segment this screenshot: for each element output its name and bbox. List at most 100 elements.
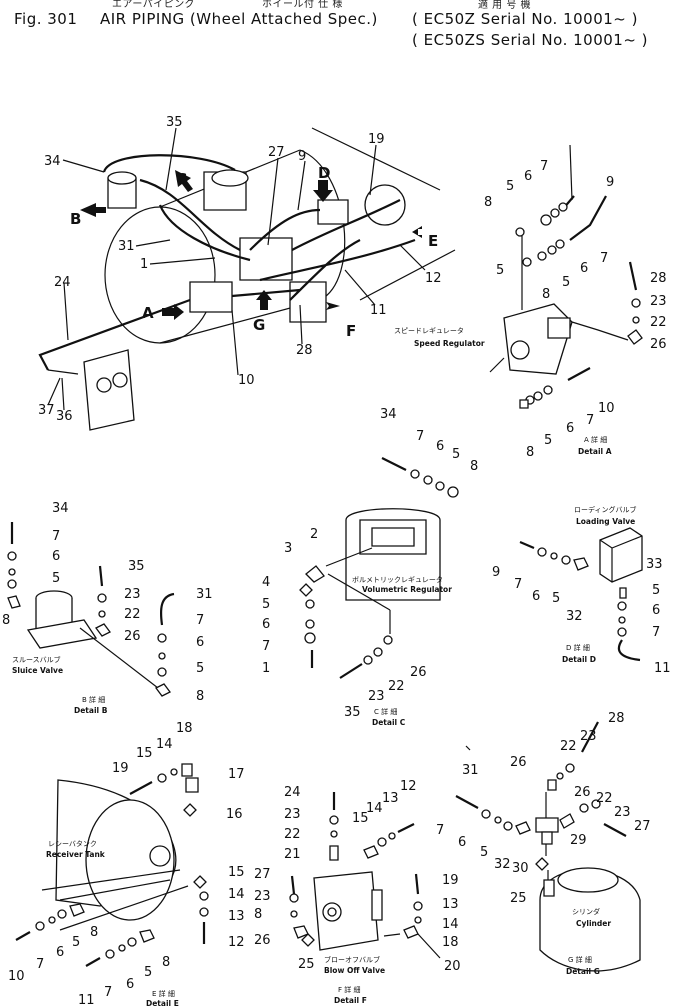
callout: 5 [144, 965, 152, 980]
callout: 5 [506, 179, 514, 194]
callout: 8 [90, 925, 98, 940]
speed-regulator-main [189, 281, 233, 313]
callout: 7 [586, 413, 594, 428]
detail-e: レシーバタンク Receiver Tank 18 15 14 19 17 16 … [8, 721, 245, 1008]
callout: 6 [580, 261, 588, 276]
callout: 11 [654, 661, 671, 676]
detail-c-label: Detail C [372, 718, 406, 727]
view-arrow-a [162, 304, 184, 320]
callout: 14 [366, 801, 383, 816]
callout: 8 [542, 287, 550, 302]
detail-f-label: Detail F [334, 996, 367, 1005]
receiver-tank-main [364, 184, 406, 226]
cylinder-jp: シリンダ [572, 907, 600, 916]
callout: 7 [52, 529, 60, 544]
speed-regulator-label: Speed Regulator [414, 339, 485, 348]
callout: 6 [196, 635, 204, 650]
spec-kana: ホイール付 仕 様 [262, 0, 343, 10]
callout: 19 [368, 132, 385, 147]
callout: 6 [56, 945, 64, 960]
callout: 13 [228, 909, 245, 924]
applicable-model-kana: 適 用 号 機 [478, 0, 532, 11]
detail-d: ローディングバルブ Loading Valve 9 7 6 5 32 33 5 … [492, 505, 671, 676]
callout: 35 [344, 705, 361, 720]
callout: 5 [562, 275, 570, 290]
callout: 23 [254, 889, 271, 904]
callout: 6 [436, 439, 444, 454]
callout: 29 [570, 833, 587, 848]
callout: 5 [452, 447, 460, 462]
callout: 26 [410, 665, 427, 680]
callout: 22 [124, 607, 141, 622]
callout: 5 [496, 263, 504, 278]
drum-face [104, 206, 216, 344]
callout: 5 [652, 583, 660, 598]
callout: 7 [540, 159, 548, 174]
callout: 18 [442, 935, 459, 950]
callout: 23 [614, 805, 631, 820]
callout: 32 [566, 609, 583, 624]
callout: 22 [596, 791, 613, 806]
title-kana: エアーパイピング [112, 0, 196, 10]
callout: 10 [238, 373, 255, 388]
receiver-tank-jp: レシーバタンク [48, 839, 97, 848]
callout: 22 [388, 679, 405, 694]
callout: 34 [380, 407, 397, 422]
frame-lines [311, 127, 456, 301]
callout: 6 [52, 549, 60, 564]
detail-a-jp: A 詳 細 [584, 435, 607, 444]
callout: 7 [436, 823, 444, 838]
callout: 6 [566, 421, 574, 436]
view-arrow-d [313, 180, 333, 202]
callout: 13 [382, 791, 399, 806]
view-arrow-b [80, 203, 106, 217]
detail-d-jp: D 詳 細 [566, 643, 590, 652]
callout: 14 [228, 887, 245, 902]
view-arrow-f [325, 302, 340, 318]
callout: 1 [140, 257, 148, 272]
callout: 7 [600, 251, 608, 266]
view-letter-a: A [142, 304, 154, 322]
callout: 19 [442, 873, 459, 888]
callout: 25 [298, 957, 315, 972]
callout: 37 [38, 403, 55, 418]
callout: 16 [226, 807, 243, 822]
detail-g-jp: G 詳 細 [568, 955, 592, 964]
detail-f-jp: F 詳 細 [338, 985, 360, 994]
callout: 20 [444, 959, 461, 974]
callout: 8 [470, 459, 478, 474]
callout: 22 [560, 739, 577, 754]
view-letter-b: B [70, 210, 81, 228]
detail-f: ブローオフバルブ Blow Off Valve 24 23 22 21 15 1… [254, 779, 461, 1005]
callout: 26 [254, 933, 271, 948]
callout: 6 [532, 589, 540, 604]
detail-c: ボルメトリックレギュレータ Volumetric Regulator 34 7 … [262, 407, 478, 727]
callout: 23 [650, 294, 667, 309]
callout: 7 [262, 639, 270, 654]
callout: 35 [166, 115, 183, 130]
volumetric-regulator-jp: ボルメトリックレギュレータ [352, 575, 443, 584]
callout: 5 [544, 433, 552, 448]
callout: 6 [458, 835, 466, 850]
pipe-24 [38, 298, 191, 371]
callout: 27 [254, 867, 271, 882]
loading-valve [599, 527, 643, 583]
callout: 7 [514, 577, 522, 592]
detail-a-label: Detail A [578, 447, 612, 456]
callout: 10 [8, 969, 25, 984]
blow-off-valve [313, 871, 379, 951]
callout: 12 [228, 935, 245, 950]
callout: 18 [176, 721, 193, 736]
callout: 19 [112, 761, 129, 776]
callout: 26 [124, 629, 141, 644]
callout: 7 [652, 625, 660, 640]
callout: 26 [574, 785, 591, 800]
callout: 23 [368, 689, 385, 704]
callout: 6 [524, 169, 532, 184]
main-assembly: 35 34 27 9 19 B C D E 31 1 12 24 A G F 1… [38, 115, 456, 431]
view-letter-g: G [253, 316, 265, 334]
callout: 9 [298, 149, 306, 164]
callout: 28 [608, 711, 625, 726]
callout: 34 [52, 501, 69, 516]
